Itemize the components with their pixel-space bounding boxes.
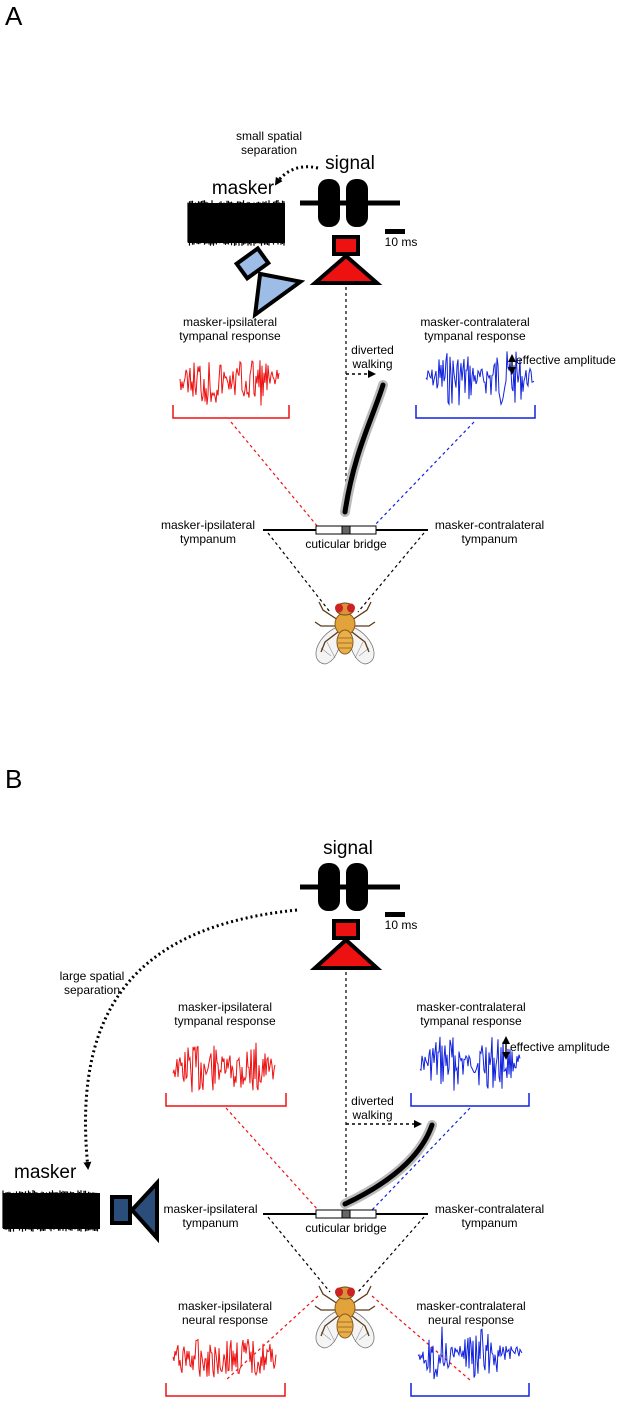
panel-b-diverted-walking-label: diverted walking: [351, 1094, 394, 1122]
panel-a-fly-icon: [314, 601, 376, 665]
panel-b-contra-bracket: [410, 1093, 530, 1107]
panel-b-separation-arrow: [83, 908, 298, 1170]
panel-a-contra-bracket: [415, 405, 536, 419]
panel-a-signal-speaker-icon: [309, 235, 383, 285]
panel-a-graphics: [172, 165, 536, 665]
panel-a-masker-waveform: [187, 200, 285, 246]
panel-a-masker-label: masker: [211, 178, 275, 199]
panel-b-ipsi-tympanum-label: masker-ipsilateral tympanum: [163, 1202, 258, 1230]
panel-b-contra-response-waveform: [419, 1036, 521, 1091]
panel-b-signal-waveform: [300, 863, 400, 911]
panel-b-effective-amplitude-label: effective amplitude: [510, 1040, 610, 1054]
panel-a-ipsi-tympanum-label: masker-ipsilateral tympanum: [160, 518, 256, 546]
panel-b-masker-speaker-icon: [110, 1177, 159, 1244]
panel-b-contra-tympanum-label: masker-contralateral tympanum: [434, 1202, 545, 1230]
panel-a-ipsi-response-waveform: [179, 360, 280, 406]
panel-b-masker-label: masker: [14, 1162, 77, 1183]
panel-a-signal-label: signal: [325, 153, 375, 174]
panel-b-letter: B: [5, 764, 23, 794]
panel-b-scale-bar: [385, 912, 405, 917]
panel-a-contra-response-label: masker-contralateral tympanal response: [420, 315, 530, 343]
panel-a-effective-amplitude-label: effective amplitude: [516, 353, 616, 367]
panel-b-ipsi-neural-waveform: [172, 1338, 277, 1378]
panel-a-bridge-label: cuticular bridge: [305, 537, 387, 551]
panel-a-diverted-walking-label: diverted walking: [351, 343, 394, 371]
panel-b-bridge-label: cuticular bridge: [305, 1221, 387, 1235]
panel-a-masker-speaker-icon: [233, 245, 306, 319]
panel-b-scale-label: 10 ms: [384, 918, 418, 932]
panel-b-ipsi-neural-bracket: [165, 1383, 286, 1397]
panel-a-ipsi-bracket: [172, 405, 290, 419]
panel-b-contra-neural-label: masker-contralateral neural response: [416, 1299, 526, 1327]
panel-b-separation-label: large spatial separation: [59, 969, 125, 997]
panel-b-fly-icon: [314, 1285, 376, 1349]
panel-b-signal-speaker-icon: [309, 919, 383, 970]
panel-b-masker-waveform: [2, 1190, 100, 1232]
panel-a-ipsi-response-label: masker-ipsilateral tympanal response: [179, 315, 281, 343]
panel-b-contra-neural-bracket: [410, 1383, 530, 1397]
panel-b-walking-trace: [340, 1120, 437, 1209]
panel-b-ipsi-response-label: masker-ipsilateral tympanal response: [174, 1000, 276, 1028]
panel-a-scale-bar: [385, 229, 405, 234]
panel-a-separation-label: small spatial separation: [235, 129, 303, 157]
panel-b-ipsi-response-waveform: [172, 1042, 276, 1093]
panel-a-separation-arrow: [274, 165, 319, 186]
panel-a-scale-label: 10 ms: [384, 235, 418, 249]
panel-a-letter: A: [5, 1, 23, 31]
panel-b-graphics: [2, 863, 530, 1397]
panel-b-contra-neural-waveform: [417, 1326, 523, 1380]
panel-b-ipsi-bracket: [165, 1093, 287, 1107]
panel-b-signal-label: signal: [323, 838, 373, 859]
panel-b-ipsi-neural-label: masker-ipsilateral neural response: [177, 1299, 273, 1327]
panel-a-signal-waveform: [300, 179, 400, 227]
panel-a-contra-response-waveform: [425, 351, 535, 407]
panel-a-contra-tympanum-label: masker-contralateral tympanum: [434, 518, 545, 546]
panel-b-contra-response-label: masker-contralateral tympanal response: [416, 1000, 526, 1028]
